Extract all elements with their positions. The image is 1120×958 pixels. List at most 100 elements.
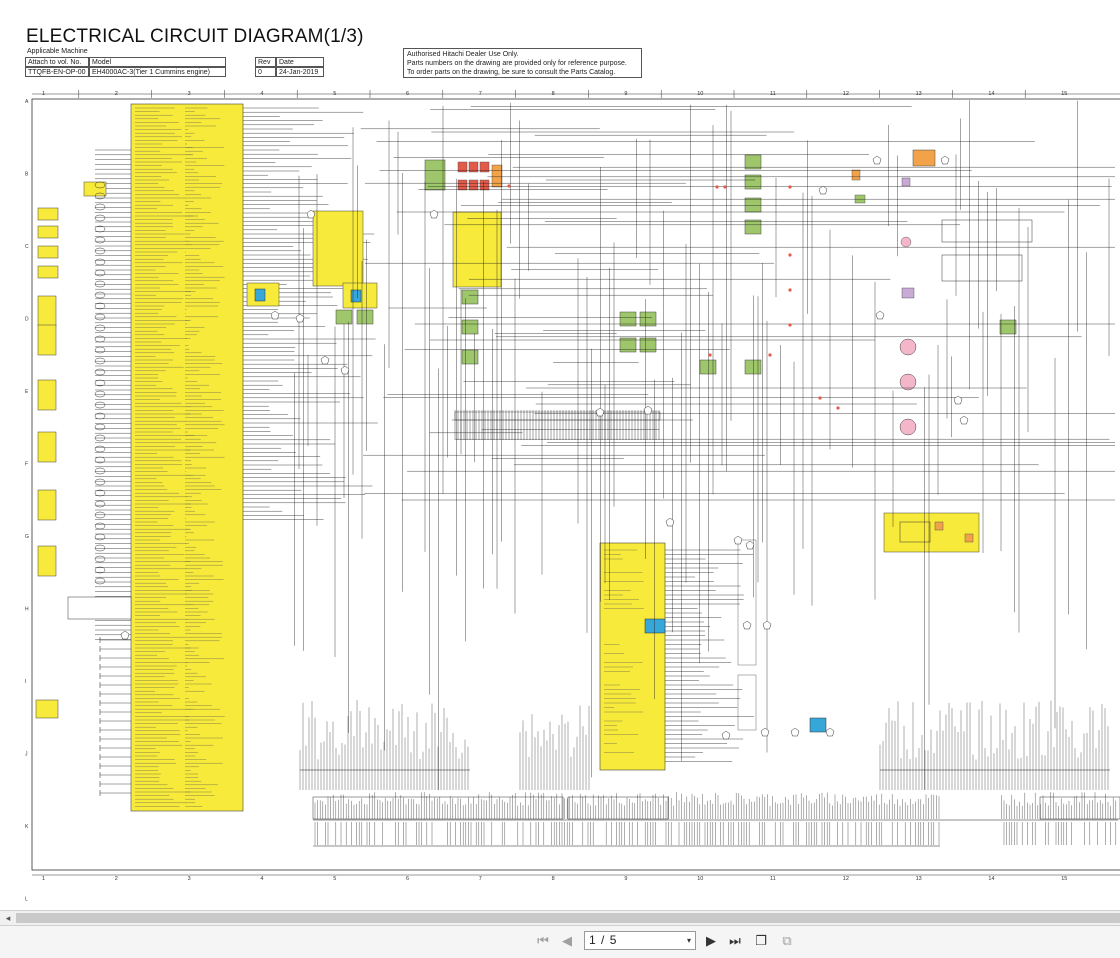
chevron-down-icon[interactable]: ▾: [686, 936, 691, 945]
switch-indicator: [350, 289, 362, 303]
junction-dot: [708, 353, 712, 357]
page-total: 5: [609, 933, 617, 947]
connector-symbol: [94, 478, 106, 486]
connector-symbol: [94, 401, 106, 409]
connector-symbol: [94, 280, 106, 288]
fuse-block: [491, 164, 503, 188]
relay-block: [744, 219, 762, 235]
grid-row-label: A: [25, 99, 29, 105]
notice-line: Parts numbers on the drawing are provide…: [407, 60, 627, 67]
grid-column-label: 5: [333, 876, 336, 882]
grid-column-label: 11: [770, 876, 776, 882]
grid-row-label: G: [25, 534, 29, 540]
motor-symbol: [899, 373, 917, 391]
ground-symbol: [295, 313, 305, 323]
horizontal-scrollbar[interactable]: ◂: [0, 910, 1120, 926]
sensor-block: [901, 287, 915, 299]
connector-symbol: [94, 390, 106, 398]
scroll-left-arrow-icon[interactable]: ◂: [5, 913, 11, 923]
fit-page-icon[interactable]: ⧉: [782, 934, 792, 949]
audio-module-block: [883, 512, 980, 553]
relay-block: [356, 309, 374, 325]
junction-dot: [507, 184, 511, 188]
relay-block: [461, 319, 479, 335]
module-part: [964, 533, 974, 543]
connector-symbol: [94, 247, 106, 255]
grid-column-label: 3: [188, 876, 191, 882]
connector-symbol: [94, 577, 106, 585]
grid-column-label: 10: [697, 876, 703, 882]
first-page-icon[interactable]: ⏮: [537, 934, 549, 949]
ground-symbol: [120, 630, 130, 640]
engine-ecm-block: [599, 542, 666, 771]
ground-symbol: [825, 727, 835, 737]
model-label: Model: [89, 57, 226, 67]
motor-symbol: [899, 418, 917, 436]
page-number-select[interactable]: 1 / 5 ▾: [584, 931, 696, 950]
connector-symbol: [94, 511, 106, 519]
grid-column-label: 5: [333, 91, 336, 97]
relay-block: [744, 359, 762, 375]
ground-symbol: [320, 355, 330, 365]
relay-block: [461, 289, 479, 305]
relay-block: [999, 319, 1017, 335]
fuse-block: [479, 161, 490, 173]
connector-symbol: [94, 555, 106, 563]
grid-row-label: C: [25, 244, 29, 250]
connector-symbol: [94, 533, 106, 541]
grid-column-label: 9: [624, 876, 627, 882]
grid-column-label: 15: [1061, 91, 1067, 97]
connector-symbol: [94, 192, 106, 200]
notice-line: Authorised Hitachi Dealer Use Only.: [407, 51, 519, 58]
scrollbar-thumb[interactable]: [16, 913, 1120, 923]
last-page-icon[interactable]: ⏭: [729, 934, 741, 949]
connector-symbol: [94, 335, 106, 343]
switch-group-outline: [941, 219, 1033, 243]
controller-block: [130, 103, 244, 812]
attach-value: TTQFB-EN-OP-00: [25, 67, 89, 77]
ground-symbol: [733, 535, 743, 545]
relay-block: [699, 359, 717, 375]
relay-block: [744, 174, 762, 190]
drawing-frame: [31, 98, 1120, 871]
sensor-block: [901, 177, 911, 187]
ground-symbol: [760, 727, 770, 737]
rev-value: 0: [255, 67, 276, 77]
grid-column-label: 8: [552, 91, 555, 97]
sensor-block: [37, 225, 59, 239]
grid-column-label: 7: [479, 91, 482, 97]
connector-symbol: [94, 489, 106, 497]
connector-symbol: [94, 324, 106, 332]
junction-dot: [723, 185, 727, 189]
copy-page-icon[interactable]: ❐: [755, 934, 767, 949]
sensor-block: [37, 431, 57, 463]
fuse-block: [457, 161, 468, 173]
sensor-block: [37, 545, 57, 577]
ground-symbol: [665, 517, 675, 527]
relay-block: [639, 311, 657, 327]
sensor-block: [37, 265, 59, 279]
ground-symbol: [595, 407, 605, 417]
module-part: [934, 521, 944, 531]
connector-symbol: [94, 236, 106, 244]
pin-table: [737, 539, 757, 666]
connector-symbol: [94, 544, 106, 552]
grid-row-label: L: [25, 897, 28, 903]
connector-symbol: [94, 456, 106, 464]
next-page-icon[interactable]: ▶: [706, 934, 716, 949]
grid-row-label: F: [25, 462, 28, 468]
connector-table: [67, 596, 132, 620]
previous-page-icon[interactable]: ◀: [562, 934, 572, 949]
grid-column-label: 6: [406, 876, 409, 882]
rev-label: Rev: [255, 57, 276, 67]
grid-row-label: J: [25, 752, 28, 758]
harness-table: [567, 796, 669, 820]
connector-symbol: [94, 500, 106, 508]
model-value: EH4000AC-3(Tier 1 Cummins engine): [89, 67, 226, 77]
connector-symbol: [94, 181, 106, 189]
grid-column-label: 14: [988, 876, 994, 882]
ground-symbol: [742, 620, 752, 630]
sensor-block: [37, 489, 57, 521]
grid-column-label: 7: [479, 876, 482, 882]
